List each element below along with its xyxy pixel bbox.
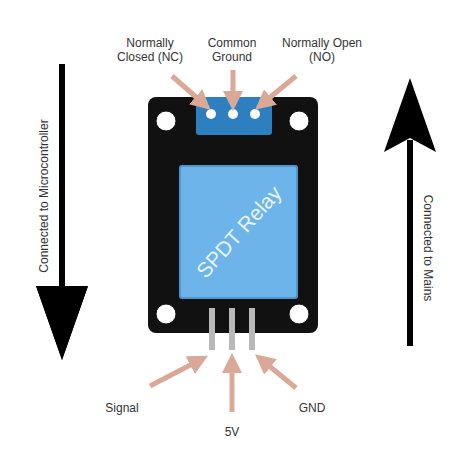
terminal-block bbox=[196, 97, 272, 135]
pin-label: Normally Closed (NC) bbox=[109, 36, 191, 65]
terminal-holes bbox=[206, 109, 260, 119]
relay-label: SPDT Relay bbox=[191, 181, 286, 283]
pin-label: Common Ground bbox=[201, 36, 263, 65]
pin-label: Signal bbox=[105, 401, 138, 415]
mounting-holes bbox=[156, 111, 309, 324]
pin-label: Normally Open (NO) bbox=[281, 36, 363, 65]
relay-body: SPDT Relay bbox=[179, 165, 298, 299]
direction-arrow bbox=[384, 78, 436, 346]
relay-board bbox=[148, 97, 318, 333]
pin-label: GND bbox=[299, 401, 326, 415]
pin-label: 5V bbox=[225, 425, 240, 439]
direction-arrow bbox=[36, 64, 88, 360]
direction-label: Connected to Microcontroller bbox=[37, 119, 51, 272]
header-pins bbox=[209, 308, 255, 350]
direction-label: Connected to Mains bbox=[421, 195, 435, 302]
